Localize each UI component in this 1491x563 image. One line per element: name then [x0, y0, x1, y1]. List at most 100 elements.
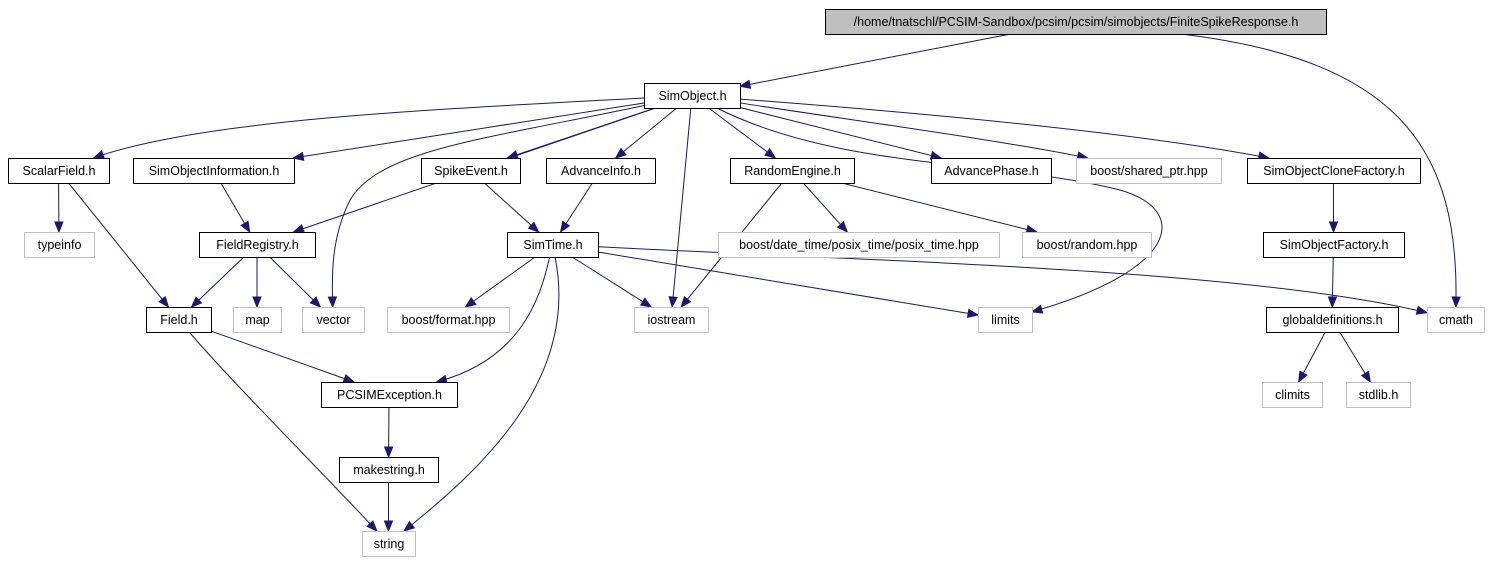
node-string: string [362, 531, 416, 557]
edge-randomengine-to-random [841, 182, 1039, 235]
node-label-simobjinfo: SimObjectInformation.h [149, 164, 280, 178]
node-stdlib: stdlib.h [1346, 382, 1411, 408]
node-label-randomengine: RandomEngine.h [744, 164, 841, 178]
edge-simobject-to-spikeevent [506, 107, 656, 160]
node-label-format: boost/format.hpp [402, 313, 496, 327]
node-label-typeinfo: typeinfo [38, 238, 82, 252]
arrowhead-finite-to-simobject [738, 79, 752, 89]
arrowhead-field-to-pcsimexc [342, 374, 356, 383]
node-box-posixtime [718, 232, 1000, 258]
node-advancephase[interactable]: AdvancePhase.h [931, 158, 1052, 184]
node-posixtime: boost/date_time/posix_time/posix_time.hp… [718, 232, 1000, 258]
node-map: map [233, 307, 282, 333]
node-label-stdlib: stdlib.h [1359, 388, 1399, 402]
node-box-advancephase [931, 158, 1052, 184]
edge-line-simobject-to-limits [716, 107, 1163, 313]
arrowhead-objfactory-to-globaldefs [1327, 296, 1338, 309]
node-globaldefs[interactable]: globaldefinitions.h [1266, 307, 1399, 333]
node-label-cmath: cmath [1439, 313, 1473, 327]
edge-spikeevent-to-simtime [484, 182, 540, 233]
node-box-cmath [1427, 307, 1485, 333]
edge-simobject-to-sharedptr [739, 102, 1089, 161]
node-advanceinfo[interactable]: AdvanceInfo.h [546, 158, 656, 184]
node-scalarfield[interactable]: ScalarField.h [8, 158, 110, 184]
arrowhead-simobject-to-randomengine [764, 147, 777, 159]
arrowhead-simtime-to-cmath [1415, 305, 1429, 315]
node-finite[interactable]: /home/tnatschl/PCSIM-Sandbox/pcsim/pcsim… [825, 9, 1327, 35]
node-randomengine[interactable]: RandomEngine.h [730, 158, 855, 184]
node-objfactory[interactable]: SimObjectFactory.h [1263, 232, 1405, 258]
edge-line-simtime-to-pcsimexc [436, 256, 551, 383]
node-iostream: iostream [634, 307, 709, 333]
edge-globaldefs-to-stdlib [1339, 331, 1372, 384]
node-label-advanceinfo: AdvanceInfo.h [561, 164, 641, 178]
node-layer: /home/tnatschl/PCSIM-Sandbox/pcsim/pcsim… [8, 9, 1485, 557]
edge-line-simobject-to-sharedptr [739, 102, 1088, 159]
node-label-field: Field.h [160, 313, 198, 327]
arrowhead-simobject-to-limits [1030, 304, 1044, 314]
arrowhead-spikeevent-to-simtime [527, 221, 540, 233]
edge-simobject-to-clonefactory [739, 98, 1271, 161]
arrowhead-simobject-to-advanceinfo [614, 147, 627, 159]
edge-simtime-to-pcsimexc [435, 256, 551, 384]
node-box-field [146, 307, 212, 333]
edge-simobject-to-randomengine [708, 107, 777, 159]
node-box-random [1022, 232, 1152, 258]
edge-line-simobject-to-advancephase [739, 107, 942, 159]
node-box-fieldregistry [199, 232, 316, 258]
node-label-sharedptr: boost/shared_ptr.hpp [1090, 164, 1207, 178]
node-label-iostream: iostream [648, 313, 696, 327]
arrowhead-simobject-to-iostream [668, 296, 678, 309]
node-simtime[interactable]: SimTime.h [507, 232, 599, 258]
node-sharedptr: boost/shared_ptr.hpp [1076, 158, 1222, 184]
node-field[interactable]: Field.h [146, 307, 212, 333]
node-cmath: cmath [1427, 307, 1485, 333]
edge-globaldefs-to-climits [1298, 331, 1326, 384]
arrowhead-fieldregistry-to-map [252, 296, 262, 309]
node-box-simobject [644, 83, 741, 109]
arrowhead-simtime-to-string [403, 520, 416, 532]
arrowhead-simobject-to-fieldregistry [292, 224, 305, 234]
node-pcsimexc[interactable]: PCSIMException.h [321, 382, 458, 408]
node-spikeevent[interactable]: SpikeEvent.h [421, 158, 521, 184]
arrowhead-simobject-to-simobjinfo [291, 151, 305, 162]
edge-line-simobject-to-scalarfield [93, 97, 645, 159]
node-box-pcsimexc [321, 382, 458, 408]
node-label-map: map [245, 313, 269, 327]
node-clonefactory[interactable]: SimObjectCloneFactory.h [1247, 158, 1421, 184]
node-box-randomengine [730, 158, 855, 184]
edge-line-simtime-to-string [403, 256, 560, 532]
node-fieldregistry[interactable]: FieldRegistry.h [199, 232, 316, 258]
arrowhead-field-to-string [366, 520, 378, 532]
edge-line-field-to-string [188, 331, 378, 532]
node-label-fieldregistry: FieldRegistry.h [216, 238, 298, 252]
node-simobjinfo[interactable]: SimObjectInformation.h [133, 158, 295, 184]
node-label-makestring: makestring.h [353, 463, 425, 477]
arrowhead-randomengine-to-iostream [680, 295, 692, 309]
edge-line-fieldregistry-to-vector [269, 256, 321, 308]
node-box-globaldefs [1266, 307, 1399, 333]
edge-line-finite-to-cmath [1180, 33, 1457, 308]
node-makestring[interactable]: makestring.h [339, 457, 439, 483]
node-box-objfactory [1263, 232, 1405, 258]
node-box-simobjinfo [133, 158, 295, 184]
node-box-climits [1262, 382, 1323, 408]
edge-simtime-to-string [403, 256, 560, 532]
node-simobject[interactable]: SimObject.h [644, 83, 741, 109]
edge-finite-to-simobject [738, 33, 1011, 89]
edge-layer [54, 33, 1461, 533]
arrowhead-simtime-to-format [464, 297, 477, 308]
arrowhead-globaldefs-to-climits [1298, 370, 1308, 384]
node-format: boost/format.hpp [387, 307, 510, 333]
edge-line-simobject-to-vector [331, 105, 645, 308]
node-box-iostream [634, 307, 709, 333]
arrowhead-simobjinfo-to-fieldregistry [240, 220, 251, 234]
node-box-limits [978, 307, 1033, 333]
node-label-random: boost/random.hpp [1037, 238, 1138, 252]
arrowhead-clonefactory-to-objfactory [1328, 221, 1339, 234]
node-label-limits: limits [991, 313, 1019, 327]
edge-line-simtime-to-iostream [571, 256, 652, 308]
node-box-scalarfield [8, 158, 110, 184]
edge-line-fieldregistry-to-field [191, 256, 245, 308]
edge-field-to-pcsimexc [210, 330, 356, 383]
